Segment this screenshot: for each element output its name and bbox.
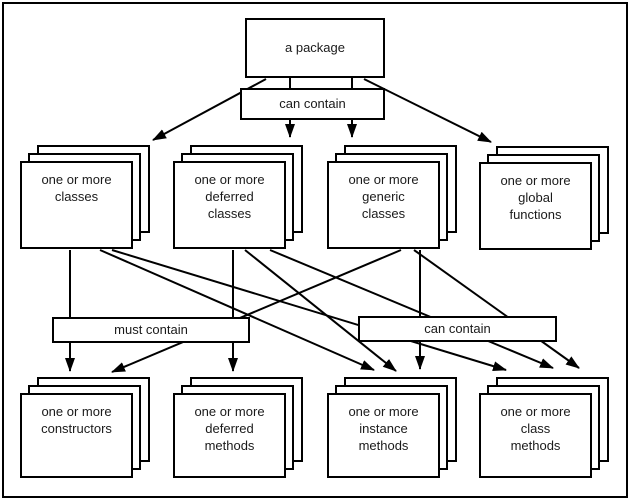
must-contain-box: must contain bbox=[52, 317, 250, 343]
arrow-classes-to-class-methods bbox=[111, 249, 507, 371]
arrow-classes-to-instance-methods bbox=[99, 249, 375, 371]
stack-deferred-methods-front-layer: one or more deferred methods bbox=[173, 393, 286, 478]
arrow-generic-classes-to-class-methods bbox=[413, 249, 580, 369]
stack-global-functions: one or more global functions bbox=[479, 146, 610, 251]
stack-generic-classes: one or more generic classes bbox=[327, 145, 458, 250]
must-contain-label: must contain bbox=[114, 321, 188, 337]
package-box: a package bbox=[245, 18, 385, 78]
deferred-classes-label: one or more deferred classes bbox=[194, 172, 265, 221]
deferred-methods-label: one or more deferred methods bbox=[194, 404, 265, 453]
classes-label: one or more classes bbox=[41, 172, 112, 204]
arrow-generic-classes-to-constructors bbox=[111, 249, 402, 373]
top-can-contain-box: can contain bbox=[240, 88, 385, 120]
class-methods-label: one or more class methods bbox=[500, 404, 571, 453]
instance-methods-label: one or more instance methods bbox=[348, 404, 419, 453]
constructors-label: one or more constructors bbox=[41, 404, 112, 436]
stack-class-methods-front-layer: one or more class methods bbox=[479, 393, 592, 478]
stack-class-methods: one or more class methods bbox=[479, 377, 610, 478]
package-label: a package bbox=[285, 39, 345, 55]
stack-deferred-classes: one or more deferred classes bbox=[173, 145, 304, 250]
top-can-contain-label: can contain bbox=[279, 95, 346, 111]
stack-classes-front-layer: one or more classes bbox=[20, 161, 133, 249]
stack-deferred-classes-front-layer: one or more deferred classes bbox=[173, 161, 286, 249]
arrow-package-to-global-functions bbox=[363, 78, 492, 143]
stack-global-functions-front-layer: one or more global functions bbox=[479, 162, 592, 250]
arrow-deferred-classes-to-class-methods bbox=[269, 249, 554, 369]
generic-classes-label: one or more generic classes bbox=[348, 172, 419, 221]
arrow-deferred-classes-to-instance-methods bbox=[244, 249, 397, 372]
stack-instance-methods-front-layer: one or more instance methods bbox=[327, 393, 440, 478]
stack-generic-classes-front-layer: one or more generic classes bbox=[327, 161, 440, 249]
mid-can-contain-box: can contain bbox=[358, 316, 557, 342]
mid-can-contain-label: can contain bbox=[424, 320, 491, 336]
global-functions-label: one or more global functions bbox=[500, 173, 571, 222]
stack-constructors-front-layer: one or more constructors bbox=[20, 393, 133, 478]
stack-deferred-methods: one or more deferred methods bbox=[173, 377, 304, 478]
stack-constructors: one or more constructors bbox=[20, 377, 151, 478]
stack-classes: one or more classes bbox=[20, 145, 151, 250]
stack-instance-methods: one or more instance methods bbox=[327, 377, 458, 478]
